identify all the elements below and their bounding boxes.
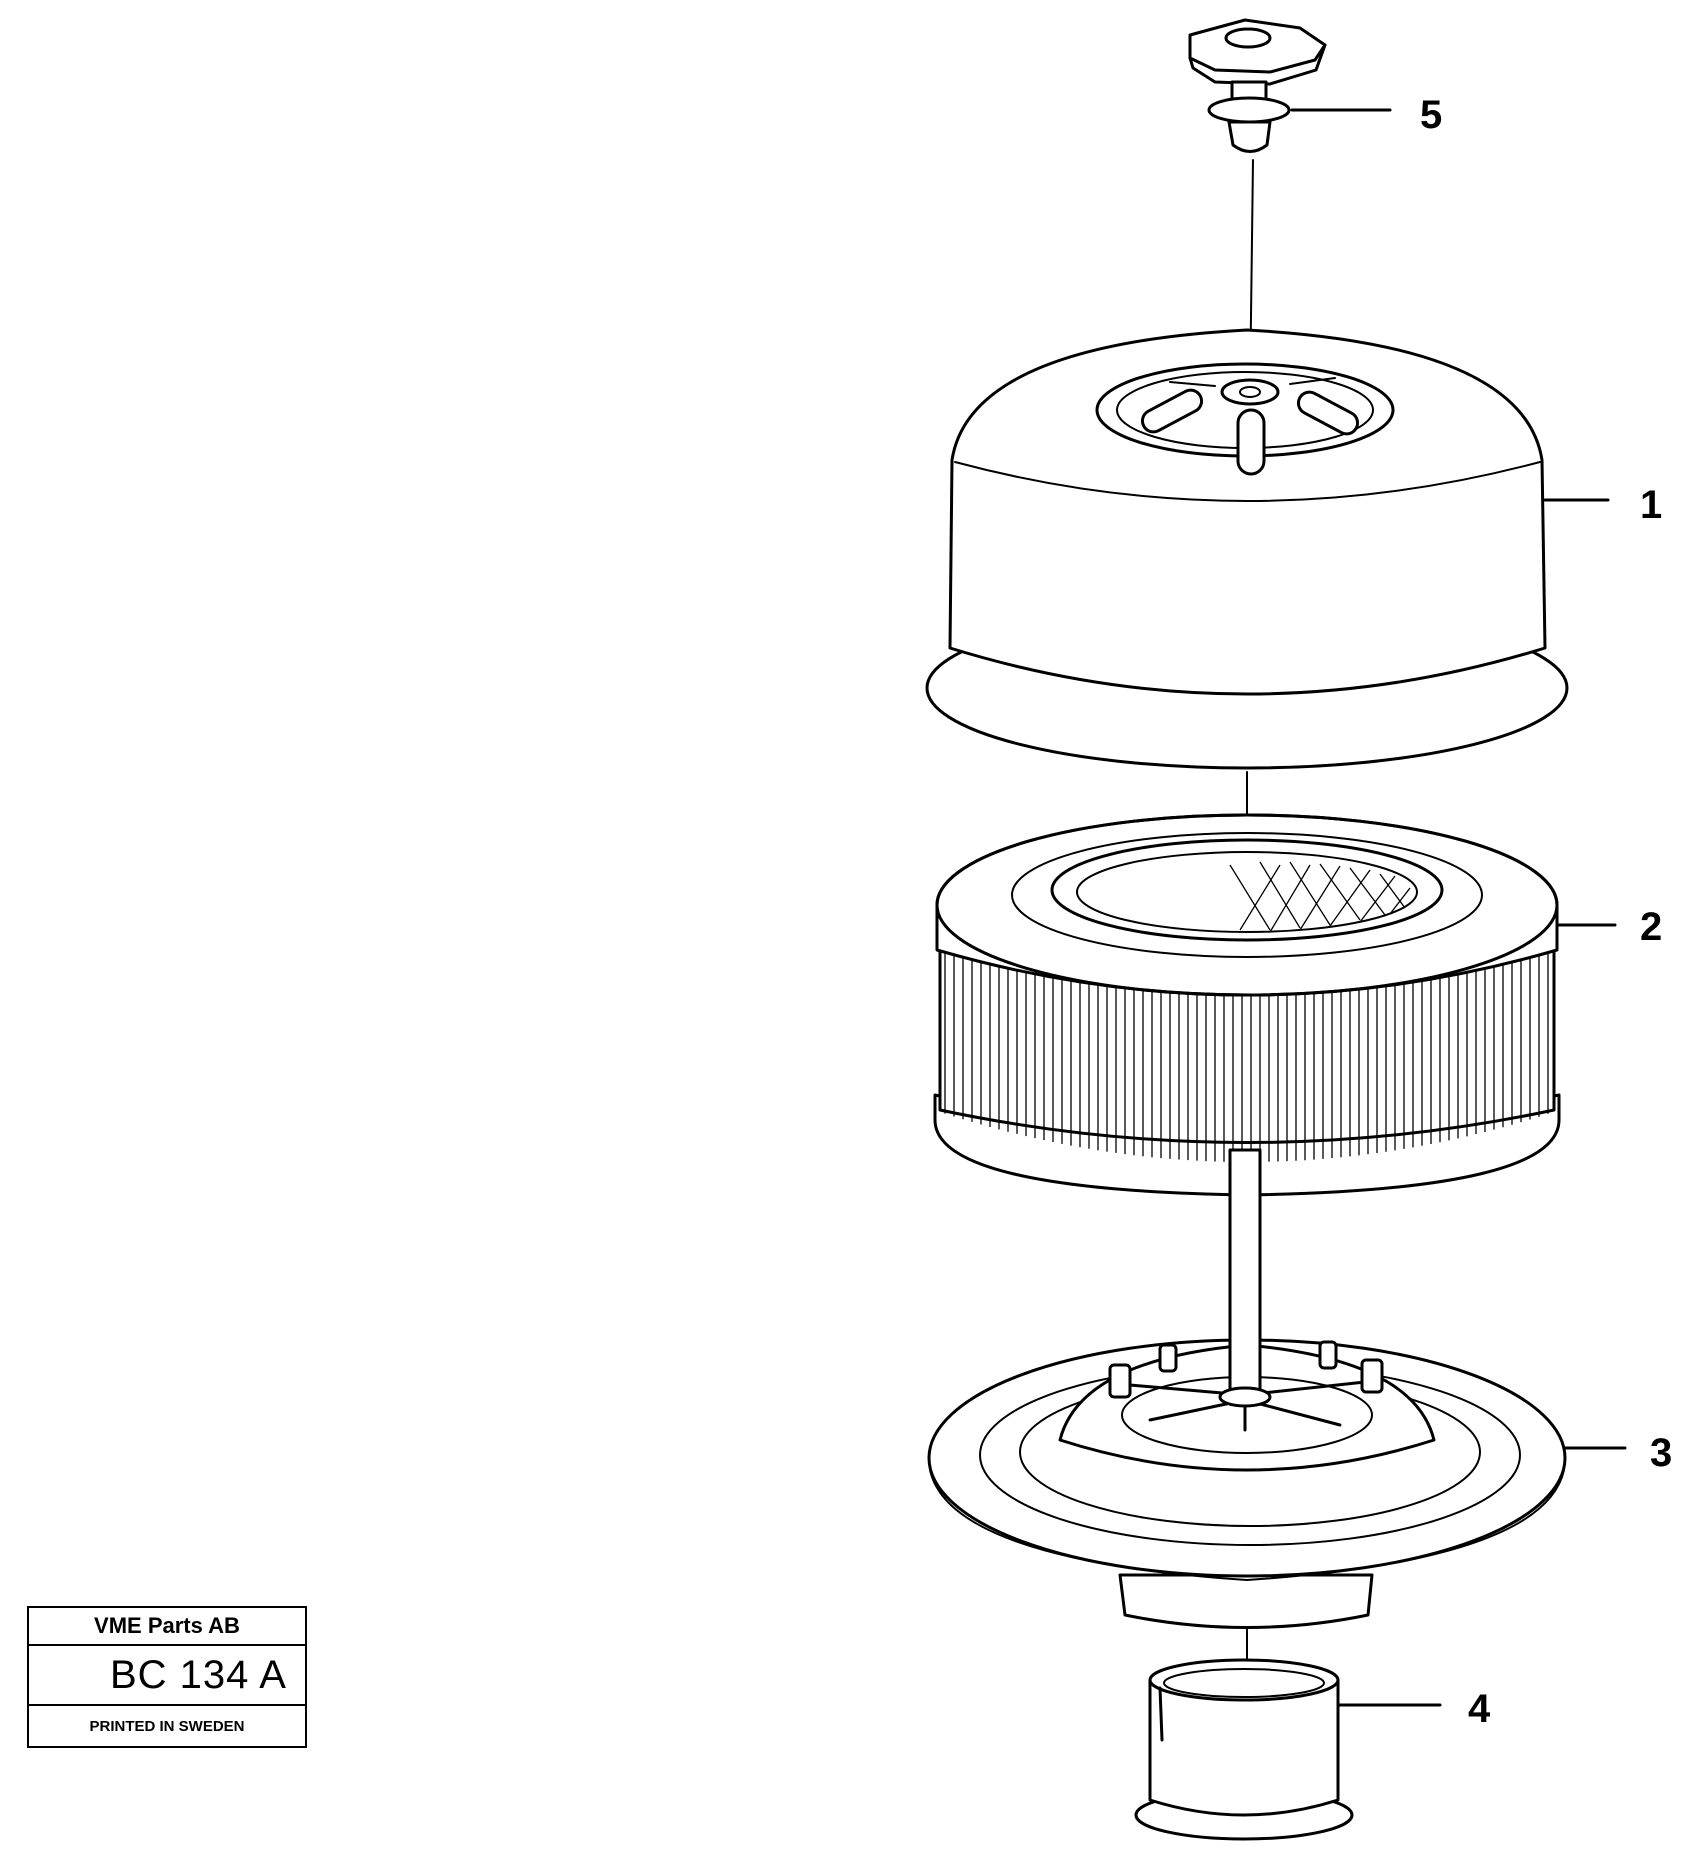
- part-filter-element: [933, 813, 1561, 1197]
- callout-4: 4: [1468, 1687, 1491, 1731]
- callout-1: 1: [1640, 483, 1662, 527]
- callout-3: 3: [1650, 1431, 1672, 1475]
- filter-mesh: [1229, 861, 1411, 933]
- title-block-code: BC 134 A: [29, 1646, 305, 1706]
- leader-lines: [1290, 108, 1627, 1707]
- part-cover: [925, 328, 1569, 770]
- part-wing-nut: [1188, 18, 1327, 153]
- title-block-company: VME Parts AB: [29, 1608, 305, 1646]
- title-block: VME Parts AB BC 134 A PRINTED IN SWEDEN: [27, 1606, 307, 1748]
- callout-5: 5: [1420, 93, 1442, 137]
- filter-pleats: [944, 950, 1549, 1162]
- title-block-printed: PRINTED IN SWEDEN: [89, 1717, 245, 1735]
- part-sleeve: [1134, 1658, 1354, 1841]
- callout-2: 2: [1640, 905, 1662, 949]
- part-base-plate: [927, 1148, 1567, 1629]
